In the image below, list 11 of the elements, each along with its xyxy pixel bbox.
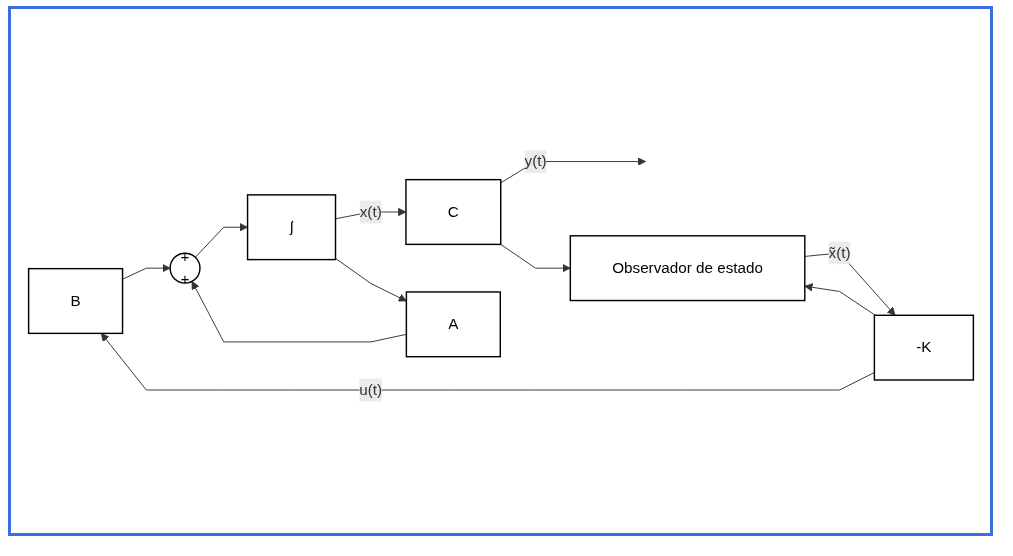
edge-label: x(t) bbox=[359, 203, 382, 220]
edge-label: x̃(t) bbox=[828, 244, 851, 261]
edge-label: u(t) bbox=[358, 381, 382, 398]
node-box bbox=[569, 235, 805, 302]
node-circle bbox=[168, 252, 201, 284]
node-box bbox=[405, 291, 501, 358]
node-box bbox=[27, 267, 123, 335]
node-box bbox=[404, 178, 501, 246]
node-box bbox=[873, 314, 974, 381]
edge-label: y(t) bbox=[524, 152, 547, 170]
node-box bbox=[246, 194, 336, 261]
